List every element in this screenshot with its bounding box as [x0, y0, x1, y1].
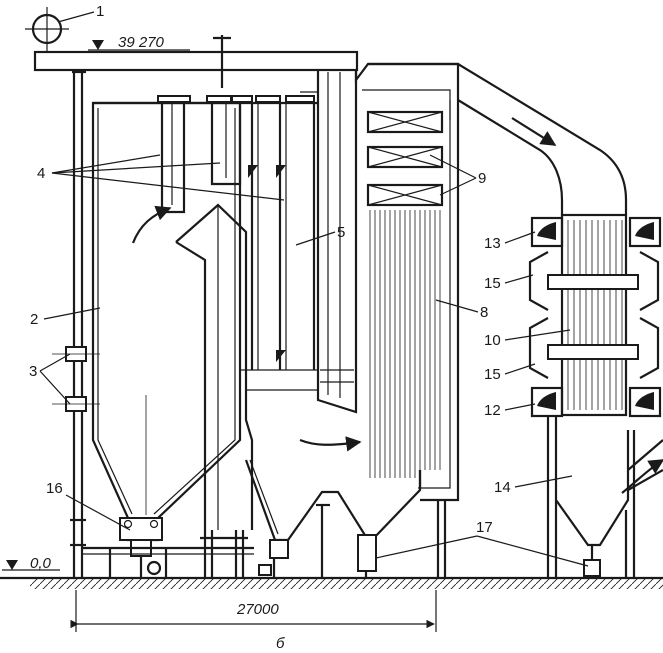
callout-15-upper: 15 — [484, 275, 501, 292]
callout-17: 17 — [476, 519, 493, 536]
callout-8: 8 — [480, 304, 488, 321]
support-frame — [82, 530, 254, 578]
gas-duct — [368, 62, 628, 215]
elevation-ground-label: 0,0 — [30, 555, 52, 572]
callout-3: 3 — [29, 363, 37, 380]
air-boxes-15 — [528, 251, 660, 379]
burner-13 — [530, 216, 662, 248]
width-dimension — [70, 590, 437, 632]
callout-12: 12 — [484, 402, 501, 419]
lower-hoppers — [244, 459, 422, 578]
callout-13: 13 — [484, 235, 501, 252]
callout-5: 5 — [337, 224, 345, 241]
callout-14: 14 — [494, 479, 511, 496]
burner-12 — [530, 386, 662, 418]
callout-15-lower: 15 — [484, 366, 501, 383]
callout-2: 2 — [30, 311, 38, 328]
width-dimension-label: 27000 — [236, 601, 279, 618]
elevation-top-marker — [88, 40, 190, 51]
figure-caption: б — [276, 635, 285, 652]
turning-chamber — [175, 203, 318, 530]
callout-10: 10 — [484, 332, 501, 349]
screen-panels — [157, 95, 316, 370]
heating-packages-9 — [366, 110, 444, 207]
air-heater — [547, 213, 639, 417]
leader-lines — [39, 11, 589, 567]
left-column — [52, 72, 100, 578]
economizer-tubes — [369, 210, 441, 478]
drum-icon — [25, 7, 69, 51]
ground-line — [0, 576, 663, 589]
ash-outlet-16 — [119, 517, 163, 578]
callout-1: 1 — [96, 3, 104, 20]
lower-hopper-14 — [546, 415, 663, 578]
economizer-shaft — [354, 62, 460, 578]
callout-4: 4 — [37, 165, 45, 182]
callout-16: 16 — [46, 480, 63, 497]
top-beam — [33, 35, 359, 88]
elevation-ground-marker — [2, 560, 60, 571]
callout-9: 9 — [478, 170, 486, 187]
flow-arrows — [131, 117, 663, 494]
elevation-top-label: 39 270 — [118, 34, 165, 51]
